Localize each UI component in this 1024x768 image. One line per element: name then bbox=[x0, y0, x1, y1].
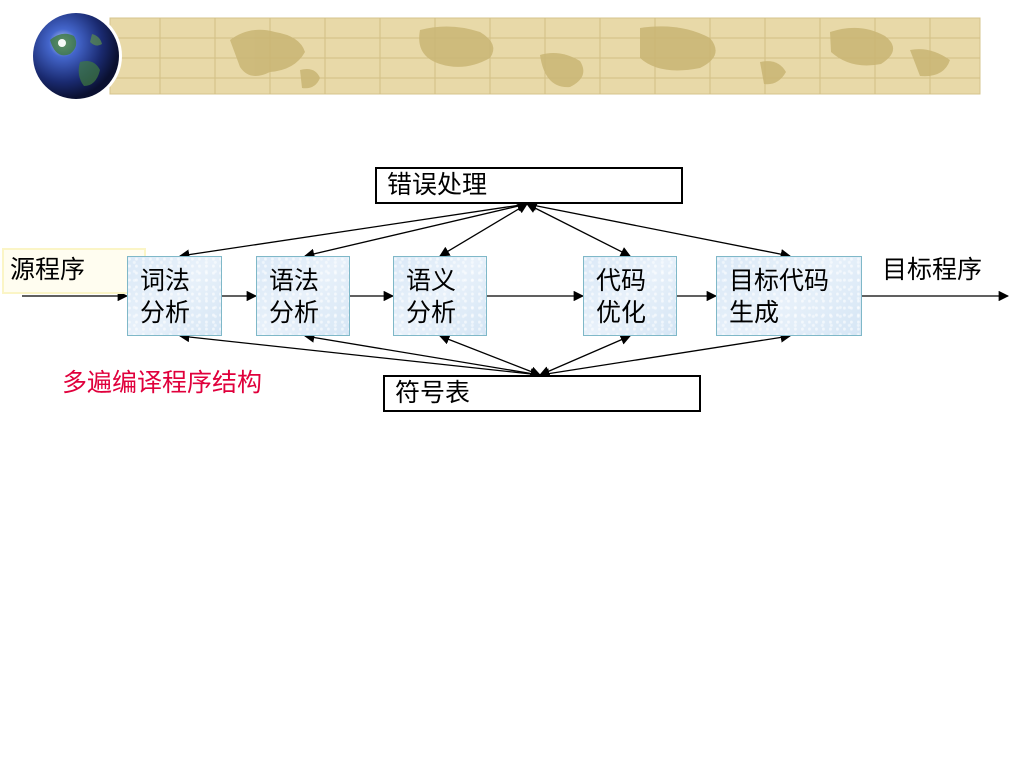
source-program-label: 源程序 bbox=[2, 248, 146, 294]
stage-syntax-analysis: 语法 分析 bbox=[256, 256, 350, 336]
stage-3-line-1: 语义 bbox=[406, 266, 457, 295]
diagram-caption: 多遍编译程序结构 bbox=[62, 368, 263, 397]
arrow-symbol-stage-2 bbox=[303, 332, 542, 379]
stage-code-optimization: 代码 优化 bbox=[583, 256, 677, 336]
stage-3-line-2: 分析 bbox=[406, 298, 457, 327]
arrow-error-stage-1 bbox=[178, 200, 529, 260]
symbol-table-box: 符号表 bbox=[383, 375, 701, 412]
stage-1-line-1: 词法 bbox=[140, 266, 191, 295]
stage-1-line-2: 分析 bbox=[140, 298, 191, 327]
arrow-error-stage-5 bbox=[525, 200, 792, 260]
stage-5-line-1: 目标代码 bbox=[729, 266, 830, 295]
stage-lexical-analysis: 词法 分析 bbox=[127, 256, 222, 336]
arrow-error-stage-3 bbox=[439, 203, 528, 257]
arrow-symbol-stage-5 bbox=[538, 332, 792, 379]
error-handler-label: 错误处理 bbox=[387, 170, 488, 199]
stage-code-generation: 目标代码 生成 bbox=[716, 256, 862, 336]
stage-2-line-1: 语法 bbox=[269, 266, 320, 295]
header-banner bbox=[30, 10, 981, 102]
stage-5-line-2: 生成 bbox=[729, 298, 780, 327]
stage-2-line-2: 分析 bbox=[269, 298, 320, 327]
source-program-text: 源程序 bbox=[10, 255, 86, 284]
arrow-symbol-stage-3 bbox=[439, 334, 541, 377]
stage-semantic-analysis: 语义 分析 bbox=[393, 256, 487, 336]
world-map-strip bbox=[109, 17, 981, 95]
arrow-symbol-stage-4 bbox=[539, 334, 631, 377]
arrow-error-stage-2 bbox=[303, 201, 529, 259]
arrow-error-stage-4 bbox=[526, 203, 631, 257]
symbol-table-label: 符号表 bbox=[395, 378, 471, 407]
stage-4-line-1: 代码 bbox=[596, 266, 647, 295]
globe-icon bbox=[30, 10, 122, 102]
stage-4-line-2: 优化 bbox=[596, 298, 647, 327]
target-program-label: 目标程序 bbox=[882, 255, 983, 284]
error-handler-box: 错误处理 bbox=[375, 167, 683, 204]
